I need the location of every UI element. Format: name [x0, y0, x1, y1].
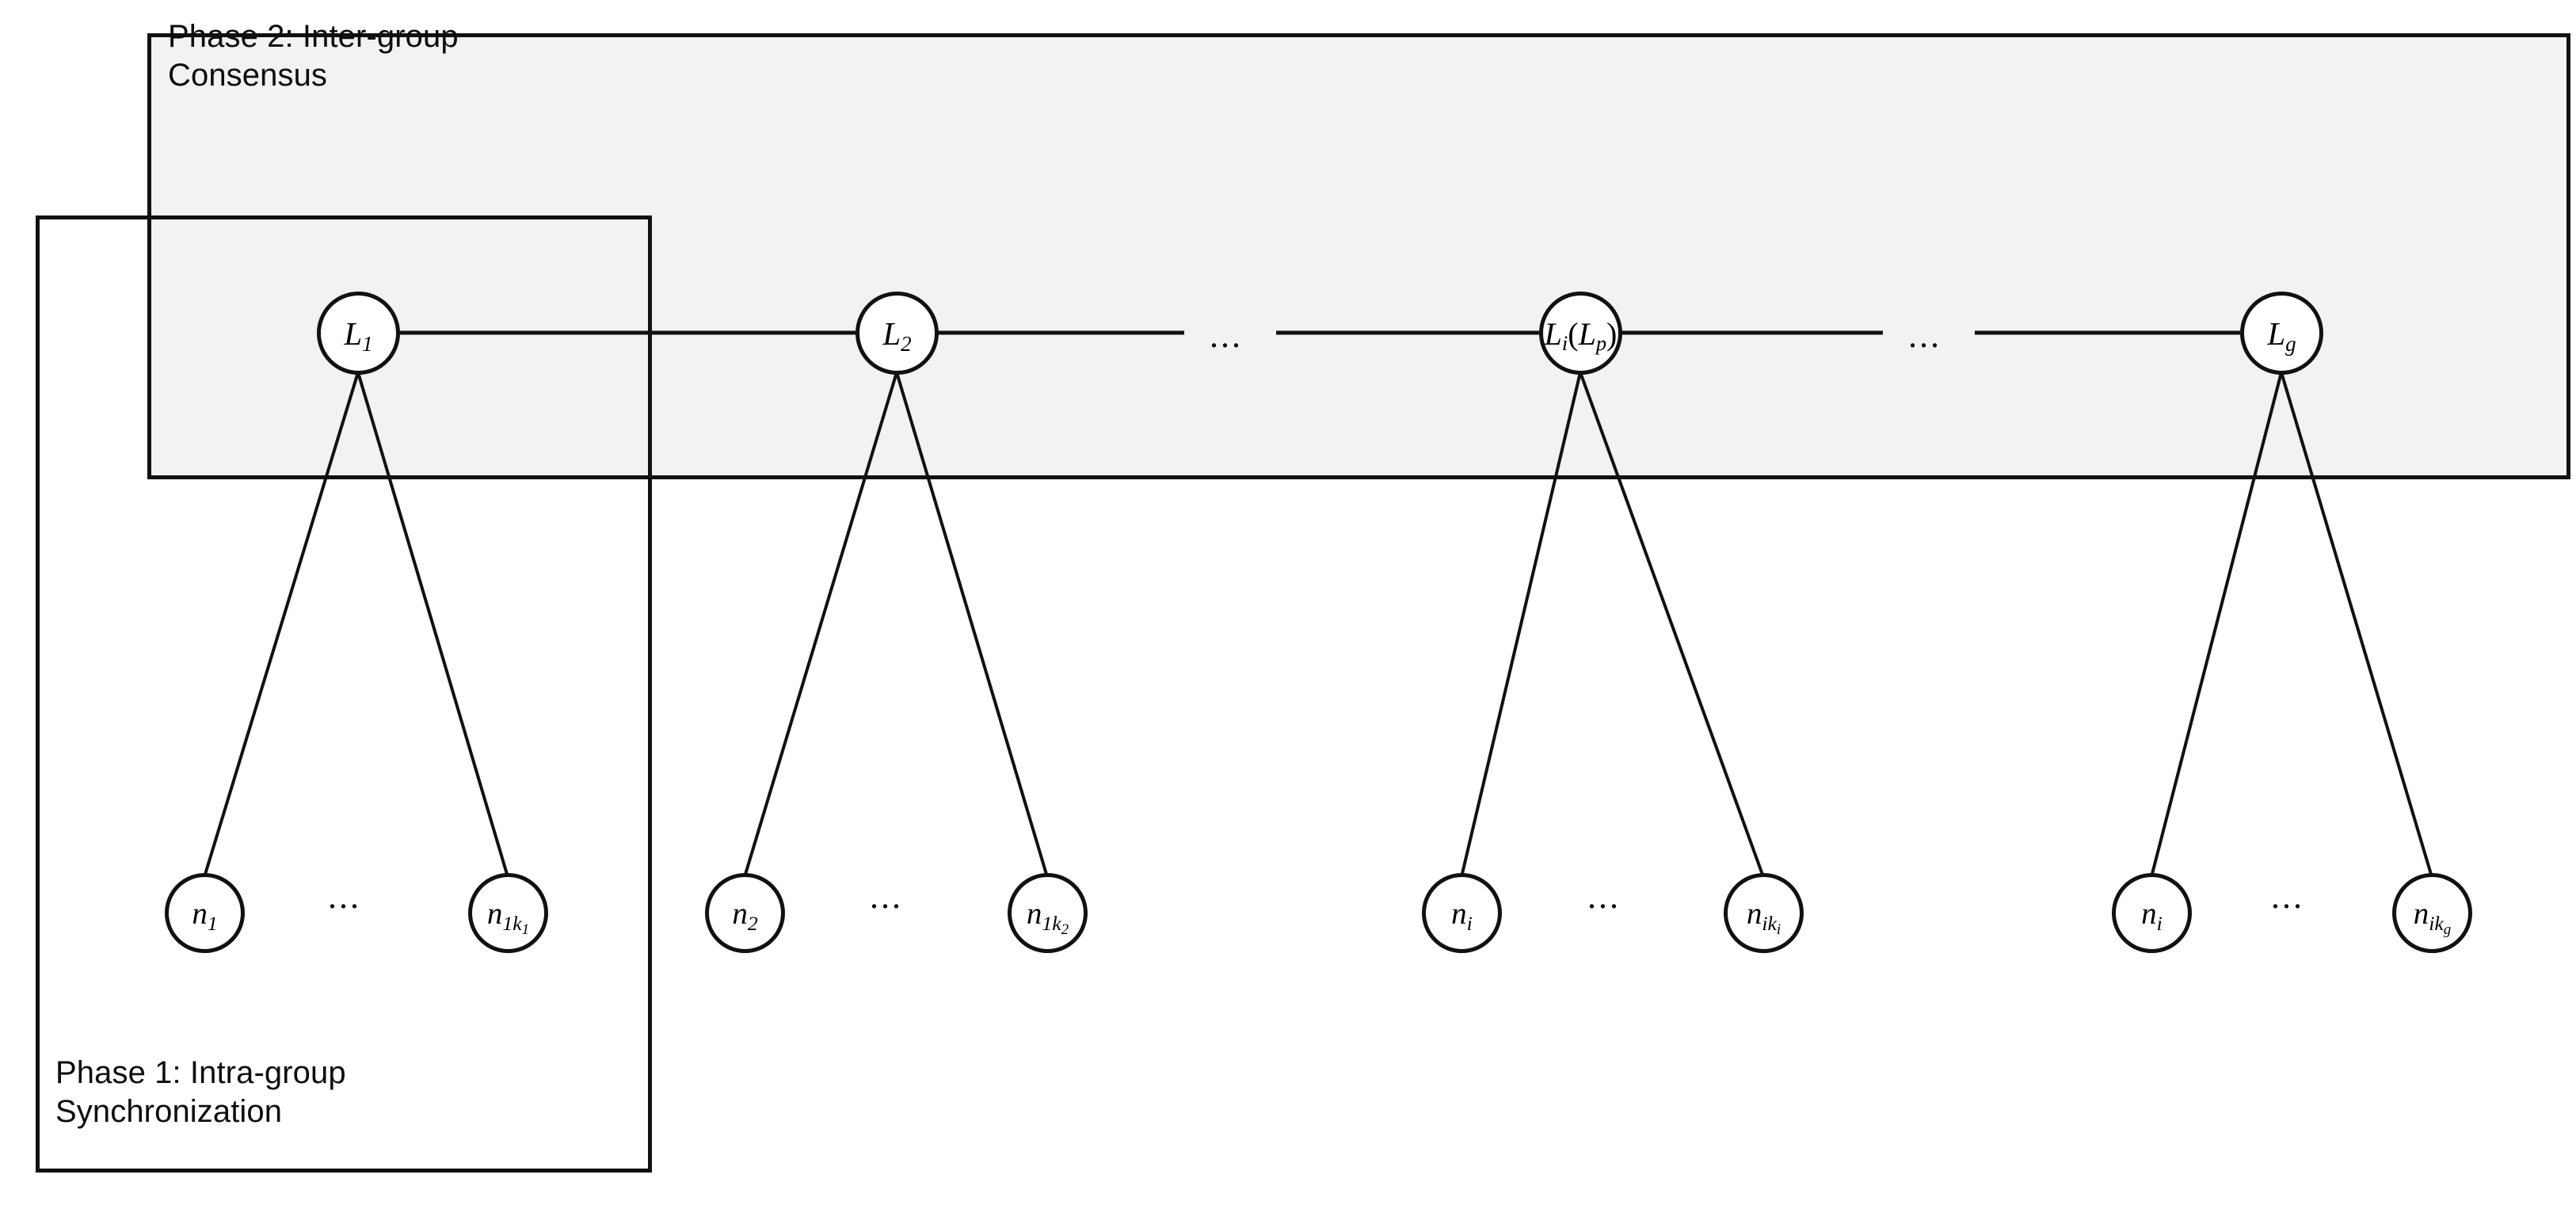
leader-node-label-L2: L2: [882, 315, 912, 357]
member-node-label-Li-2: niki: [1746, 897, 1781, 939]
member-node-Lg-1[interactable]: ni: [2112, 873, 2192, 953]
member-node-label-L1-2: n1k1: [486, 897, 530, 939]
member-link-Li-2: [1579, 372, 1764, 875]
member-link-L2-1: [743, 372, 898, 875]
leader-node-L1[interactable]: L1: [317, 292, 400, 375]
member-node-Li-1[interactable]: ni: [1422, 873, 1502, 953]
member-node-Lg-2[interactable]: nikg: [2392, 873, 2472, 953]
member-node-label-Lg-1: ni: [2141, 897, 2163, 935]
member-node-label-Li-1: ni: [1451, 897, 1473, 935]
member-link-L1-1: [203, 372, 360, 875]
member-link-Li-1: [1460, 372, 1582, 875]
phase2-region-box: [147, 33, 2570, 479]
leader-node-label-L1: L1: [344, 315, 373, 357]
member-node-L2-2[interactable]: n1k2: [1008, 873, 1088, 953]
phase2-caption: Phase 2: Inter-group Consensus: [168, 19, 459, 93]
member-node-L2-1[interactable]: n2: [705, 873, 785, 953]
member-ellipsis-L1: ...: [328, 877, 361, 916]
leader-node-label-Li: Li(Lp): [1544, 315, 1618, 356]
member-link-L2-2: [895, 372, 1049, 875]
member-link-Lg-1: [2150, 372, 2283, 875]
leader-chain-ellipsis-1: ...: [1210, 316, 1243, 355]
leader-node-label-Lg: Lg: [2267, 315, 2296, 357]
member-link-L1-2: [356, 372, 509, 875]
leader-node-Lg[interactable]: Lg: [2240, 292, 2323, 375]
phase1-caption: Phase 1: Intra-group Synchronization: [55, 1055, 346, 1129]
member-ellipsis-Lg: ...: [2271, 877, 2304, 916]
member-node-label-L2-2: n1k2: [1026, 897, 1069, 939]
member-ellipsis-Li: ...: [1587, 877, 1621, 916]
leader-node-L2[interactable]: L2: [855, 292, 939, 375]
leader-node-Li[interactable]: Li(Lp): [1539, 292, 1622, 375]
member-link-group: [203, 372, 2433, 875]
member-node-label-L1-1: n1: [192, 897, 218, 935]
member-node-label-Lg-2: nikg: [2413, 897, 2452, 939]
member-ellipsis-L2: ...: [870, 877, 903, 916]
leader-chain-ellipsis-2: ...: [1908, 316, 1942, 355]
member-node-label-L2-1: n2: [732, 897, 758, 935]
member-node-L1-1[interactable]: n1: [165, 873, 245, 953]
phase1-region-box: [36, 215, 652, 1173]
member-node-L1-2[interactable]: n1k1: [468, 873, 548, 953]
member-node-Li-2[interactable]: niki: [1724, 873, 1804, 953]
member-link-Lg-2: [2280, 372, 2433, 875]
